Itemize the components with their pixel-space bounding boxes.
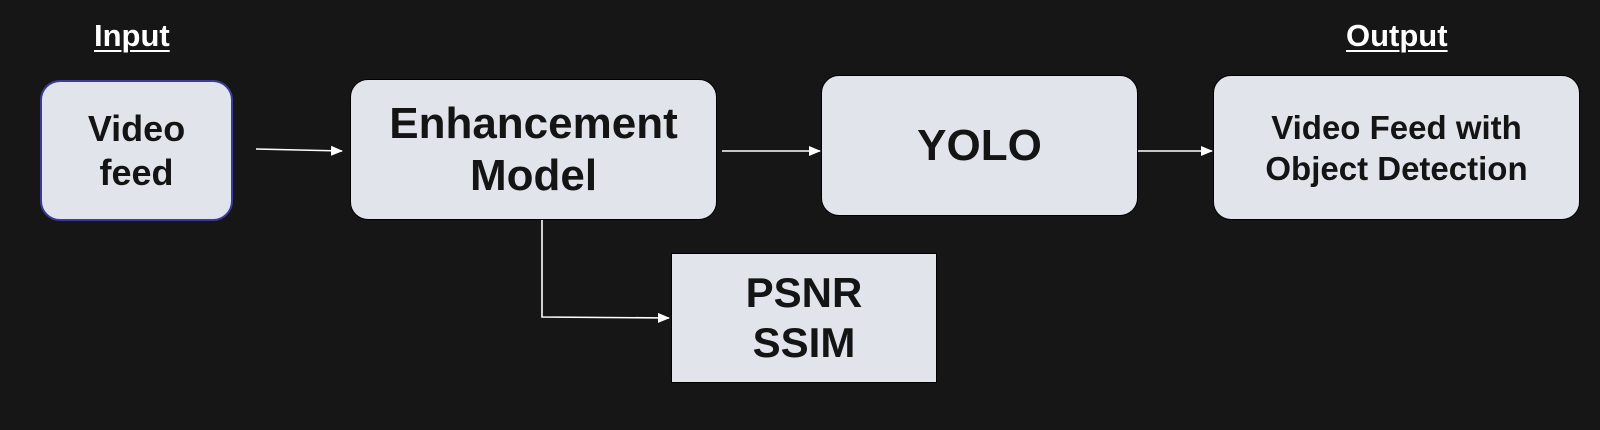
enhancement-model-node[interactable]: Enhancement Model [350, 79, 717, 220]
yolo-node[interactable]: YOLO [821, 75, 1138, 216]
video-feed-line-1: Video [87, 107, 186, 149]
yolo-label: YOLO [917, 120, 1042, 170]
output-heading: Output [1346, 18, 1448, 53]
video-feed-node[interactable]: Video feed [40, 80, 233, 221]
metric-ssim: SSIM [752, 319, 856, 366]
enhancement-line-2: Model [469, 150, 598, 200]
output-line-1: Video Feed with [1271, 108, 1522, 146]
video-feed-line-2: feed [99, 151, 174, 193]
metric-psnr: PSNR [745, 269, 863, 316]
enhancement-line-1: Enhancement [389, 98, 678, 148]
metrics-node[interactable]: PSNR SSIM [671, 253, 937, 383]
arrow-enhancement-to-metrics [541, 220, 670, 323]
output-feed-node[interactable]: Video Feed with Object Detection [1213, 75, 1580, 220]
arrow-video-to-enhancement [255, 145, 343, 156]
input-heading: Input [94, 18, 170, 53]
output-line-2: Object Detection [1265, 149, 1528, 187]
